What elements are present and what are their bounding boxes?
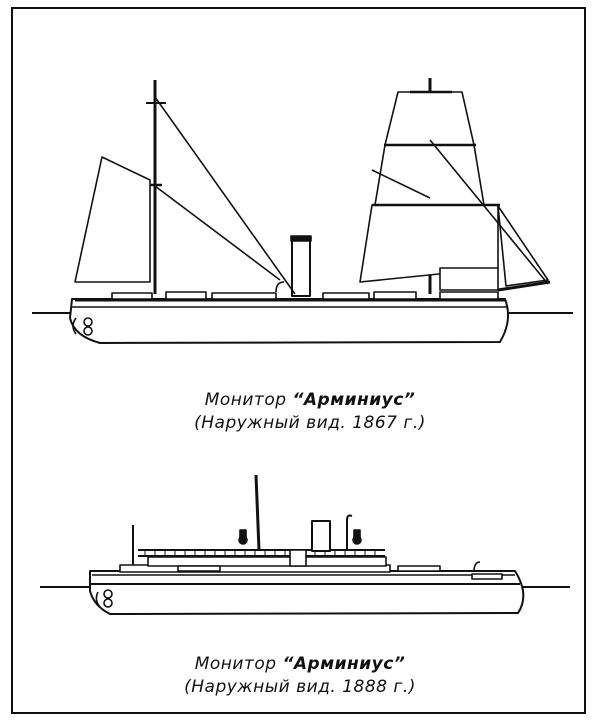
caption-1867-ship-name: “Арминиус” (292, 390, 416, 410)
page-border (11, 7, 586, 714)
caption-1888-ship-name: “Арминиус” (282, 654, 406, 674)
caption-1888-prefix: Монитор (194, 654, 277, 674)
anchor-1888 (103, 589, 113, 599)
funnel-1888 (311, 520, 331, 552)
hull-1888 (89, 570, 525, 615)
caption-1867-title: Монитор “Арминиус” (10, 390, 600, 410)
mast-1888 (254, 474, 261, 551)
spanker-sail (497, 205, 549, 287)
caption-1867-detail: (Наружный вид. 1867 г.) (194, 413, 426, 433)
fore-sail (74, 156, 151, 283)
caption-1888-title: Монитор “Арминиус” (0, 654, 600, 674)
caption-1867-prefix: Монитор (204, 390, 287, 410)
superstructure-1888 (147, 556, 387, 567)
anchor-1867 (83, 317, 93, 327)
caption-1888-detail: (Наружный вид. 1888 г.) (184, 677, 416, 697)
